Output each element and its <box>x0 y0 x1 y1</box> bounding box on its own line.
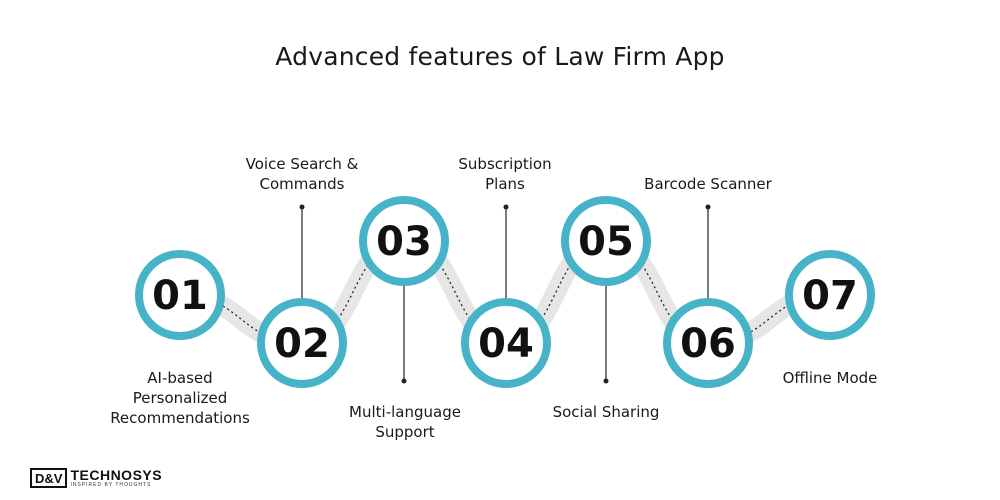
step-node-04: 04 <box>461 298 551 388</box>
page-title: Advanced features of Law Firm App <box>275 42 725 71</box>
step-label-03: Multi-language Support <box>349 403 461 441</box>
step-node-01: 01 <box>135 250 225 340</box>
step-ring <box>785 250 875 340</box>
step-node-05: 05 <box>561 196 651 286</box>
brand-name: TECHNOSYS <box>70 467 163 483</box>
step-ring <box>257 298 347 388</box>
step-label-07: Offline Mode <box>782 369 878 387</box>
pin-dot <box>705 204 711 210</box>
step-ring <box>663 298 753 388</box>
step-node-07: 07 <box>785 250 875 340</box>
pin-dot <box>299 204 305 210</box>
step-node-03: 03 <box>359 196 449 286</box>
pin-dot <box>603 378 609 384</box>
step-label-04: Subscription Plans <box>458 155 552 193</box>
pin-dot <box>503 204 509 210</box>
step-number: 04 <box>478 321 534 367</box>
step-number: 02 <box>274 321 330 367</box>
step-node-02: 02 <box>257 298 347 388</box>
step-number: 03 <box>376 219 432 265</box>
step-ring <box>461 298 551 388</box>
step-number: 06 <box>680 321 736 367</box>
step-label-05: Social Sharing <box>552 403 660 421</box>
step-number: 05 <box>578 219 634 265</box>
step-number: 07 <box>802 273 858 319</box>
step-ring <box>359 196 449 286</box>
step-node-06: 06 <box>663 298 753 388</box>
brand-logo: D&V TECHNOSYS INSPIRED BY THOUGHTS <box>30 467 162 489</box>
brand-logo-mark: D&V <box>30 468 68 488</box>
step-number: 01 <box>152 273 208 319</box>
step-label-01: AI-based Personalized Recommendations <box>110 369 250 427</box>
step-label-06: Barcode Scanner <box>644 175 772 193</box>
step-label-02: Voice Search & Commands <box>245 155 359 193</box>
step-ring <box>561 196 651 286</box>
pin-dot <box>401 378 407 384</box>
step-ring <box>135 250 225 340</box>
brand-tagline: INSPIRED BY THOUGHTS <box>70 482 152 488</box>
